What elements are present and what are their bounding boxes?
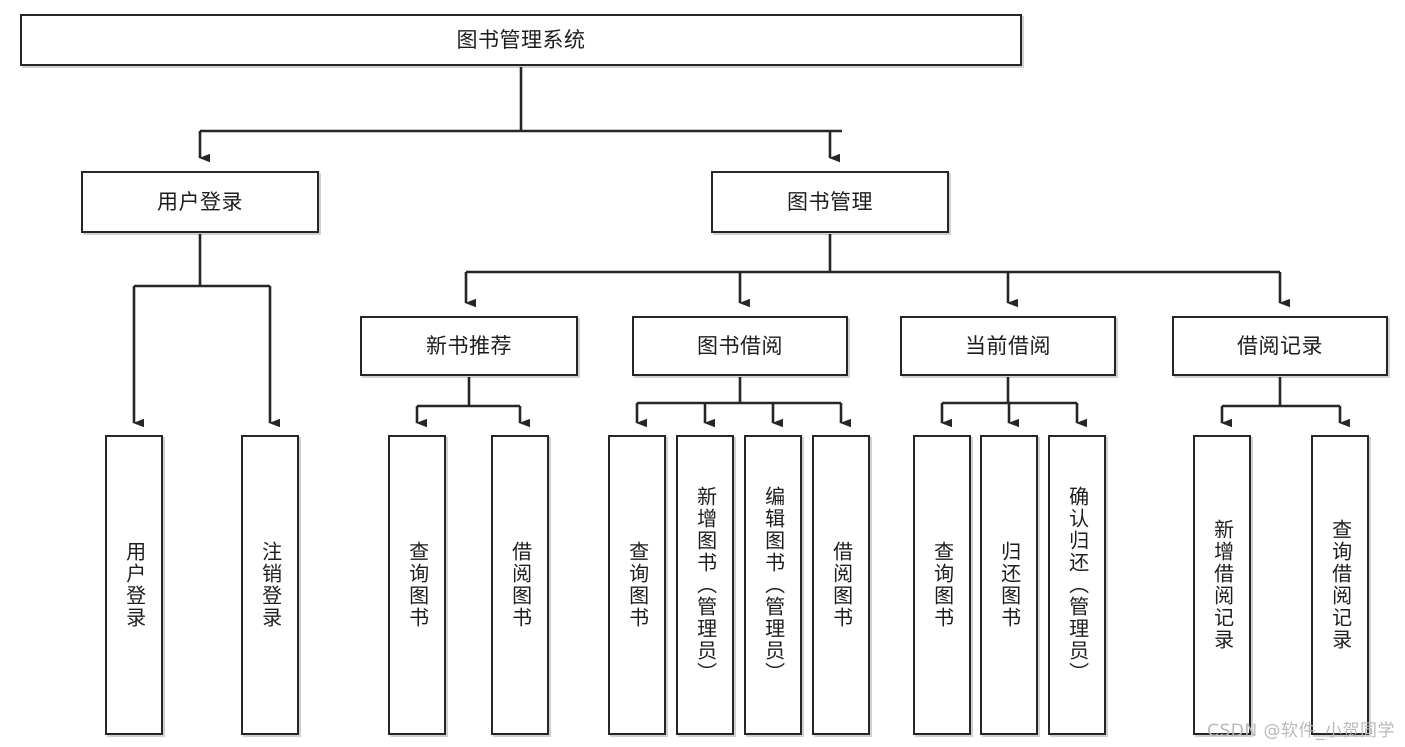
- node-root-book-management-system[interactable]: 图书管理系统: [20, 14, 1022, 66]
- node-label: 新增借阅记录: [1210, 519, 1235, 651]
- leaf-book-borrow-query-book[interactable]: 查询图书: [608, 435, 666, 735]
- node-label: 图书管理系统: [456, 27, 586, 52]
- node-label: 用户登录: [157, 189, 243, 214]
- csdn-watermark: CSDN @软件_小贺同学: [1207, 721, 1395, 741]
- node-label: 查询图书: [930, 541, 955, 629]
- node-label: 查询图书: [625, 541, 650, 629]
- node-label: 图书管理: [787, 189, 873, 214]
- node-current-borrow[interactable]: 当前借阅: [900, 316, 1116, 376]
- leaf-user-login-login[interactable]: 用户登录: [105, 435, 163, 735]
- leaf-current-borrow-query-book[interactable]: 查询图书: [913, 435, 971, 735]
- node-label: 确认归还（管理员）: [1065, 486, 1090, 684]
- leaf-book-borrow-edit-book-admin[interactable]: 编辑图书（管理员）: [744, 435, 802, 735]
- node-label: 新增图书（管理员）: [693, 486, 718, 684]
- node-label: 注销登录: [258, 541, 283, 629]
- leaf-current-borrow-return-book[interactable]: 归还图书: [980, 435, 1038, 735]
- leaf-borrow-record-query-record[interactable]: 查询借阅记录: [1311, 435, 1369, 735]
- node-label: 新书推荐: [426, 333, 512, 358]
- node-label: 图书借阅: [697, 333, 783, 358]
- node-new-book-recommend[interactable]: 新书推荐: [360, 316, 578, 376]
- leaf-user-login-logout[interactable]: 注销登录: [241, 435, 299, 735]
- leaf-borrow-record-add-record[interactable]: 新增借阅记录: [1193, 435, 1251, 735]
- leaf-new-book-query-book[interactable]: 查询图书: [388, 435, 446, 735]
- node-book-management[interactable]: 图书管理: [711, 171, 949, 233]
- node-borrow-record[interactable]: 借阅记录: [1172, 316, 1388, 376]
- node-user-login[interactable]: 用户登录: [81, 171, 319, 233]
- node-label: 借阅图书: [508, 541, 533, 629]
- node-label: 查询图书: [405, 541, 430, 629]
- node-label: 借阅记录: [1237, 333, 1323, 358]
- leaf-current-borrow-confirm-return-admin[interactable]: 确认归还（管理员）: [1048, 435, 1106, 735]
- node-label: 借阅图书: [829, 541, 854, 629]
- node-label: 编辑图书（管理员）: [761, 486, 786, 684]
- node-label: 查询借阅记录: [1328, 519, 1353, 651]
- node-label: 用户登录: [122, 541, 147, 629]
- leaf-book-borrow-borrow-book[interactable]: 借阅图书: [812, 435, 870, 735]
- node-book-borrow[interactable]: 图书借阅: [632, 316, 848, 376]
- node-label: 归还图书: [997, 541, 1022, 629]
- node-label: 当前借阅: [965, 333, 1051, 358]
- leaf-book-borrow-add-book-admin[interactable]: 新增图书（管理员）: [676, 435, 734, 735]
- leaf-new-book-borrow-book[interactable]: 借阅图书: [491, 435, 549, 735]
